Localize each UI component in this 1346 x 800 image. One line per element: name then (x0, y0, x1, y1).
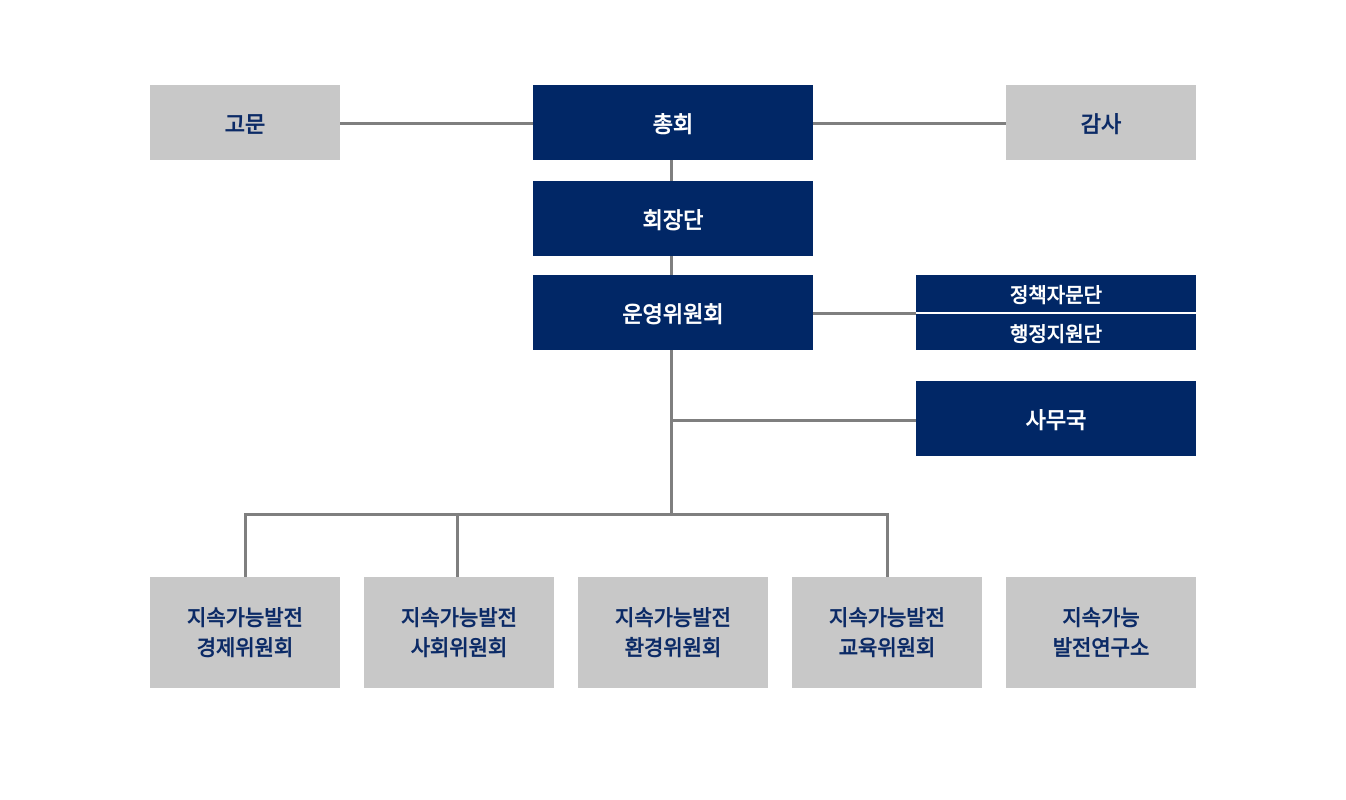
environment-committee-box: 지속가능발전 환경위원회 (578, 577, 768, 688)
research-institute-box: 지속가능 발전연구소 (1006, 577, 1196, 688)
connector-main-trunk (670, 349, 673, 515)
connector-committee-bus (244, 513, 889, 516)
advisor-box: 고문 (150, 85, 340, 160)
auditor-label: 감사 (1080, 112, 1122, 138)
committee-line2: 경제위원회 (196, 635, 294, 660)
connector-steering-groups (812, 312, 916, 315)
secretariat-label: 사무국 (1025, 408, 1087, 434)
admin-support-group-label: 행정지원단 (1010, 321, 1102, 346)
connector-advisor-assembly (340, 122, 534, 125)
auditor-box: 감사 (1006, 85, 1196, 160)
committee-line2: 환경위원회 (624, 635, 722, 660)
committee-line2: 교육위원회 (838, 635, 936, 660)
policy-advisory-group-box: 정책자문단 (916, 275, 1196, 312)
steering-committee-box: 운영위원회 (533, 275, 813, 350)
secretariat-box: 사무국 (916, 381, 1196, 456)
connector-committee-1 (244, 513, 247, 578)
society-committee-box: 지속가능발전 사회위원회 (364, 577, 554, 688)
committee-line1: 지속가능발전 (187, 605, 303, 630)
committee-line2: 사회위원회 (410, 635, 508, 660)
admin-support-group-box: 행정지원단 (916, 314, 1196, 350)
connector-committee-4 (886, 513, 889, 578)
leadership-box: 회장단 (533, 181, 813, 256)
committee-line1: 지속가능 (1062, 605, 1140, 630)
committee-line1: 지속가능발전 (401, 605, 517, 630)
committee-line1: 지속가능발전 (615, 605, 731, 630)
connector-assembly-leadership (670, 159, 673, 182)
leadership-label: 회장단 (642, 208, 704, 234)
economy-committee-box: 지속가능발전 경제위원회 (150, 577, 340, 688)
general-assembly-box: 총회 (533, 85, 813, 160)
education-committee-box: 지속가능발전 교육위원회 (792, 577, 982, 688)
advisor-label: 고문 (224, 112, 266, 138)
connector-committee-2 (456, 513, 459, 578)
connector-assembly-auditor (812, 122, 1006, 125)
steering-committee-label: 운영위원회 (622, 302, 724, 328)
connector-secretariat (670, 419, 916, 422)
connector-leadership-steering (670, 255, 673, 276)
policy-advisory-group-label: 정책자문단 (1010, 283, 1102, 307)
committee-line2: 발전연구소 (1052, 635, 1150, 660)
committee-line1: 지속가능발전 (829, 605, 945, 630)
general-assembly-label: 총회 (652, 112, 694, 138)
